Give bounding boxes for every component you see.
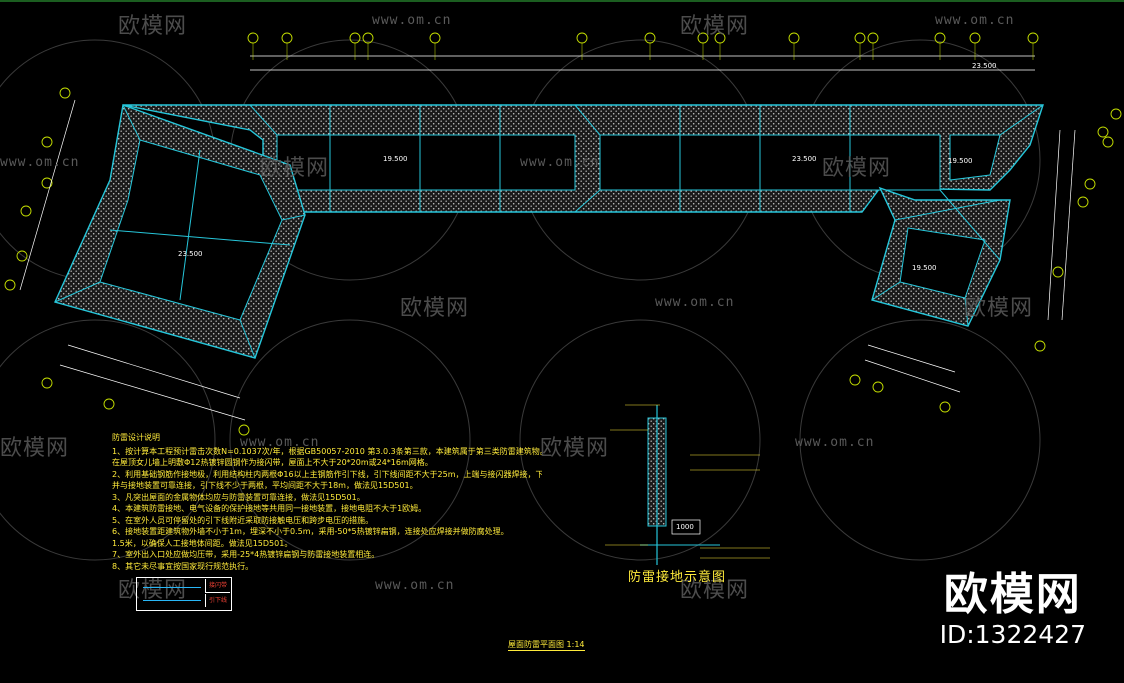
top-dimension-line (250, 55, 1035, 71)
legend-line-conductor (143, 587, 201, 588)
level-label: 23.500 (792, 155, 817, 163)
legend-line-downlead (143, 600, 201, 601)
air-termination-mesh (54, 104, 1044, 359)
watermark-url: www.om.cn (520, 155, 600, 170)
detail-title: 防雷接地示意图 (628, 570, 727, 585)
brand-block: 欧模网 ID:1322427 (940, 570, 1086, 650)
detail-dimension: 1000 (676, 523, 694, 531)
note-line: 3、凡突出屋面的金属物体均应与防雷装置可靠连接，做法见15D501。 (112, 492, 365, 502)
legend-box: 接闪带 引下线 (136, 577, 232, 611)
watermark-brand: 欧模网 (540, 436, 610, 461)
drawing-title: 屋面防雷平面图 1:14 (508, 640, 585, 651)
watermark-brand: 欧模网 (964, 296, 1034, 321)
note-line: 5、在室外人员可停留处的引下线附近采取防接触电压和跨步电压的措施。 (112, 515, 374, 525)
design-notes: 防雷设计说明 1、按计算本工程预计雷击次数N=0.1037次/年，根据GB500… (112, 432, 542, 572)
grounding-detail (605, 404, 770, 565)
watermark-brand: 欧模网 (680, 578, 750, 603)
watermark-url: www.om.cn (240, 435, 320, 450)
watermark-url: www.om.cn (372, 13, 452, 28)
roof-plan (54, 104, 1044, 359)
level-label: 23.500 (178, 250, 203, 258)
watermark-brand: 欧模网 (118, 14, 188, 39)
note-line: 1、按计算本工程预计雷击次数N=0.1037次/年，根据GB50057-2010… (112, 446, 542, 456)
watermark-url: www.om.cn (655, 295, 735, 310)
level-label: 23.500 (972, 62, 997, 70)
watermark-url: www.om.cn (375, 578, 455, 593)
level-label: 19.500 (383, 155, 408, 163)
watermark-brand: 欧模网 (400, 296, 470, 321)
brand-id: ID:1322427 (939, 620, 1086, 649)
watermark-url: www.om.cn (935, 13, 1015, 28)
watermark-url: www.om.cn (795, 435, 875, 450)
watermark-url: www.om.cn (0, 155, 80, 170)
notes-title: 防雷设计说明 (112, 433, 160, 442)
left-axis-bubbles (4, 87, 250, 436)
watermark-brand: 欧模网 (118, 578, 188, 603)
right-axis-bubbles (849, 108, 1122, 413)
watermark-brand: 欧模网 (0, 436, 70, 461)
side-dimension-lines (19, 99, 1076, 421)
note-line: 6、接地装置距建筑物外墙不小于1m，埋深不小于0.5m，采用-50*5热镀锌扁钢… (112, 527, 509, 536)
legend-label: 引下线 (205, 594, 230, 607)
level-label: 19.500 (948, 157, 973, 165)
note-line: 并与接地装置可靠连接，引下线不少于两根，平均间距不大于18m，做法见15D501… (112, 481, 418, 490)
watermark-brand: 欧模网 (822, 156, 892, 181)
note-line: 8、其它未尽事宜按国家现行规范执行。 (112, 561, 254, 571)
note-line: 1.5米，以确保人工接地体间距。做法见15D501。 (112, 538, 293, 548)
note-line: 4、本建筑防雷接地、电气设备的保护接地等共用同一接地装置，接地电阻不大于1欧姆。 (112, 504, 427, 513)
brand-logo-text: 欧模网 (943, 569, 1082, 620)
watermark-brand: 欧模网 (680, 14, 750, 39)
legend-label: 接闪带 (205, 579, 230, 593)
note-line: 7、室外出入口处应做均压带，采用-25*4热镀锌扁钢与防雷接地装置相连。 (112, 550, 380, 559)
axis-leader-lines (252, 43, 1034, 60)
note-line: 在屋顶女儿墙上明敷Φ12热镀锌圆钢作为接闪带，屋面上不大于20*20m或24*1… (112, 458, 433, 467)
note-line: 2、利用基础钢筋作接地极，利用结构柱内两根Φ16以上主钢筋作引下线，引下线间距不… (112, 469, 542, 479)
level-label: 19.500 (912, 264, 937, 272)
watermark-brand: 欧模网 (260, 156, 330, 181)
